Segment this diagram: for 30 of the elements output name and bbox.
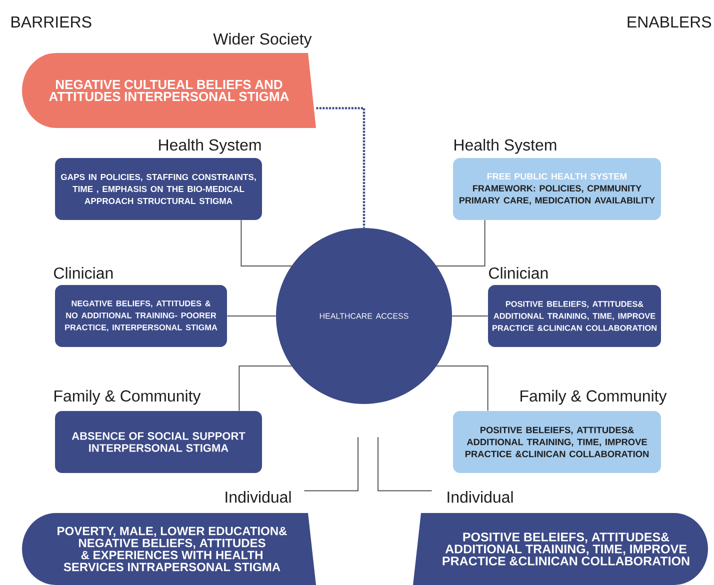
heading: Clinician <box>54 267 113 279</box>
text-box: GAPS IN POLICIES, STAFFING CONSTRAINTS, TIME , EMPHASIS ON THE BIO-MEDICAL APPROACH STRUCTURAL STIGMA <box>55 158 262 220</box>
section-title: BARRIERS <box>12 16 92 28</box>
text-box: FREE PUBLIC HEALTH SYSTEM FRAMEWORK: POLICIES, CPMMUNITY PRIMARY CARE, MEDICATION AVAILABILITY <box>453 158 661 220</box>
connector-line <box>226 315 276 316</box>
connector-line <box>304 436 358 492</box>
circle-node: HEALTHCARE ACCESS <box>276 228 452 404</box>
heading: Health System <box>454 138 556 154</box>
text-box: POSITIVE BELEIEFS, ATTITUDES& ADDITIONAL TRAINING, TIME, IMPROVE PRACTICE &CLINICAN COLLABORATION <box>488 284 661 347</box>
connector-line <box>434 365 488 412</box>
heading: Individual <box>448 491 513 503</box>
heading: Individual <box>226 491 291 503</box>
text-box: POSITIVE BELEIEFS, ATTITUDES& ADDITIONAL TRAINING, TIME, IMPROVE PRACTICE &CLINICAN COLLABORATION <box>453 410 661 473</box>
heading: Wider Society <box>213 32 312 48</box>
heading: Clinician <box>489 267 548 279</box>
connector-line <box>240 220 294 266</box>
banner-box: NEGATIVE CULTUEAL BELIEFS AND ATTITUDES INTERPERSONAL STIGMA <box>22 52 316 128</box>
heading: Health System <box>159 138 261 154</box>
text-box: NEGATIVE BELIEFS, ATTITUDES & NO ADDITIONAL TRAINING- POORER PRACTICE, INTERPERSONAL STIGMA <box>55 284 227 347</box>
connector-line <box>316 107 366 228</box>
connector-line <box>434 220 486 266</box>
connector-line <box>378 436 432 492</box>
heading: Family & Community <box>54 390 201 405</box>
connector-line <box>238 365 294 412</box>
banner-box: POSITIVE BELEIEFS, ATTITUDES& ADDITIONAL TRAINING, TIME, IMPROVE PRACTICE &CLINICAN COLLABORATION <box>413 512 708 585</box>
banner-box: POVERTY, MALE, LOWER EDUCATION& NEGATIVE BELIEFS, ATTITUDES & EXPERIENCES WITH HEALTH SERVICES INTRAPERSONAL STIGMA <box>22 512 316 585</box>
text-box: ABSENCE OF SOCIAL SUPPORT INTERPERSONAL STIGMA <box>55 410 262 473</box>
section-title: ENABLERS <box>628 16 712 28</box>
heading: Family & Community <box>520 390 667 405</box>
connector-line <box>452 315 488 316</box>
